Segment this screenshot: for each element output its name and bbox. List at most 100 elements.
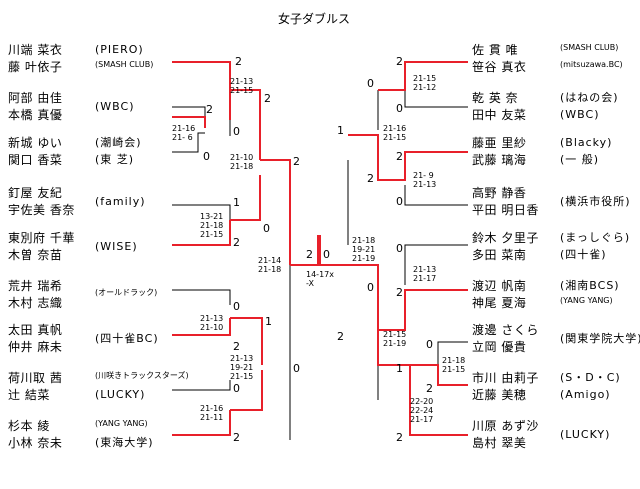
score-label: 21-13 21-10 (200, 314, 224, 332)
player-name: 多田 菜南 (472, 248, 527, 262)
player-name: 市川 由莉子 (472, 371, 539, 385)
player-name: 宇佐美 香奈 (8, 203, 75, 217)
player-name: 渡邊 さくら (472, 323, 539, 337)
player-name: 釘屋 友紀 (8, 186, 63, 200)
games-won: 0 (263, 222, 270, 235)
line (230, 317, 263, 365)
score-label: 14-17x -X (306, 270, 334, 288)
club-name: (LUCKY) (560, 428, 611, 441)
line (290, 235, 319, 266)
club-name: (横浜市役所) (560, 195, 631, 208)
score-label: 21-13 21-15 (230, 77, 254, 95)
club-name: (湘南BCS) (560, 279, 620, 292)
club-name: (四十雀) (560, 248, 607, 261)
score-label: 22-20 22-24 21-17 (410, 397, 434, 424)
games-won: 2 (235, 55, 242, 68)
games-won: 2 (426, 382, 433, 395)
club-name: (YANG YANG) (95, 419, 148, 428)
games-won: 0 (367, 281, 374, 294)
line (319, 235, 468, 331)
player-name: 仲井 麻未 (8, 340, 63, 354)
line (172, 106, 206, 118)
line (172, 380, 231, 391)
games-won: 2 (396, 150, 403, 163)
games-won: 2 (396, 55, 403, 68)
games-won: 2 (306, 248, 313, 261)
player-name: 関口 香菜 (8, 153, 63, 167)
games-won: 2 (233, 340, 240, 353)
games-won: 0 (367, 77, 374, 90)
score-label: 21- 9 21-13 (413, 171, 437, 189)
games-won: 0 (203, 150, 210, 163)
line (230, 175, 261, 221)
player-name: 杉本 綾 (8, 419, 50, 433)
games-won: 2 (396, 431, 403, 444)
line (404, 244, 468, 285)
player-name: 本橋 真優 (8, 108, 63, 122)
club-name: (関東学院大学) (560, 332, 640, 345)
player-name: 武藤 璃海 (472, 153, 527, 167)
score-label: 21-10 21-18 (230, 153, 254, 171)
games-won: 0 (323, 248, 330, 261)
club-name: (WBC) (95, 100, 135, 113)
player-name: 立岡 優貴 (472, 340, 527, 354)
games-won: 0 (396, 102, 403, 115)
club-name: (まっしぐら) (560, 231, 631, 244)
player-name: 木村 志織 (8, 296, 63, 310)
games-won: 0 (396, 242, 403, 255)
club-name: (東 芝) (95, 153, 135, 166)
line (410, 364, 468, 386)
club-name: (WBC) (560, 108, 600, 121)
score-label: 21-15 21-12 (413, 74, 437, 92)
club-name: (はねの会) (560, 91, 619, 104)
club-name: (SMASH CLUB) (95, 60, 154, 69)
player-name: 乾 英 奈 (472, 91, 519, 105)
club-name: (東海大学) (95, 436, 154, 449)
line (172, 132, 205, 153)
games-won: 2 (337, 330, 344, 343)
games-won: 0 (396, 195, 403, 208)
page-title: 女子ダブルス (278, 12, 351, 26)
club-name: (family) (95, 195, 146, 208)
club-name: (SMASH CLUB) (560, 43, 619, 52)
score-label: 21-16 21- 6 (172, 124, 196, 142)
player-name: 阿部 由佳 (8, 91, 63, 105)
player-name: 東別府 千華 (8, 231, 75, 245)
player-name: 平田 明日香 (472, 203, 539, 217)
score-label: 21-16 21-11 (200, 404, 224, 422)
player-name: 川原 あず沙 (472, 419, 539, 433)
player-name: 辻 結菜 (8, 388, 50, 402)
line (437, 341, 468, 370)
player-name: 荒井 瑞希 (8, 279, 63, 293)
games-won: 2 (233, 431, 240, 444)
club-name: (Amigo) (560, 388, 611, 401)
score-label: 21-13 21-17 (413, 265, 437, 283)
line (172, 220, 231, 246)
club-name: (WISE) (95, 240, 138, 253)
line (172, 289, 231, 305)
player-name: 渡辺 帆南 (472, 279, 527, 293)
club-name: (オールドラック) (95, 288, 158, 297)
line (230, 370, 263, 411)
line (348, 134, 468, 181)
player-name: 田中 友菜 (472, 108, 527, 122)
games-won: 0 (293, 362, 300, 375)
games-won: 1 (265, 315, 272, 328)
line (404, 185, 468, 206)
line (260, 159, 291, 265)
games-won: 2 (396, 286, 403, 299)
player-name: 高野 静香 (472, 186, 527, 200)
score-label: 21-14 21-18 (258, 256, 282, 274)
games-won: 2 (293, 155, 300, 168)
games-won: 2 (264, 92, 271, 105)
player-name: 笹谷 真衣 (472, 60, 527, 74)
games-won: 0 (426, 338, 433, 351)
line (172, 204, 231, 220)
line (172, 116, 206, 128)
player-name: 鈴木 夕里子 (472, 231, 539, 245)
club-name: (川咲きトラックスターズ) (95, 371, 189, 380)
games-won: 2 (367, 172, 374, 185)
line (172, 410, 231, 436)
score-label: 21-13 19-21 21-15 (230, 354, 254, 381)
